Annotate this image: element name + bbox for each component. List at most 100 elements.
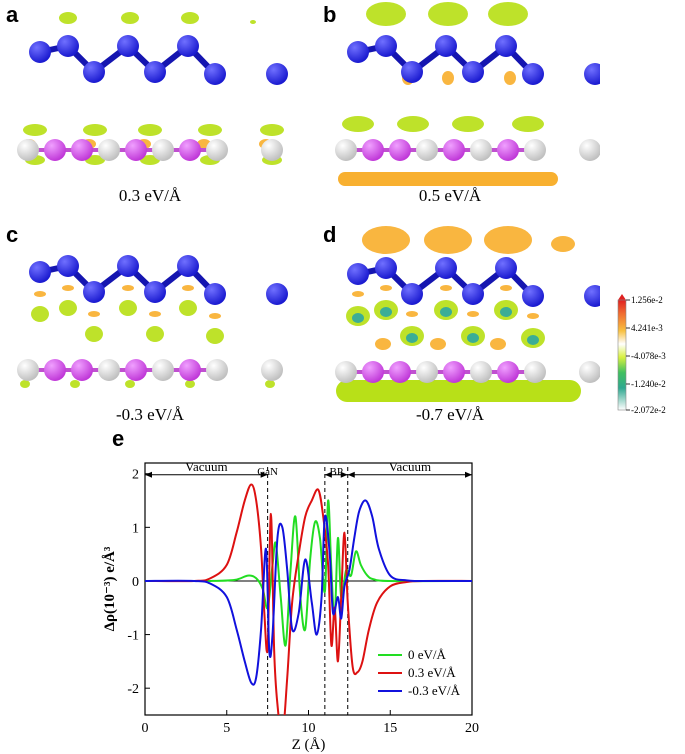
atom-b-6 [497,139,519,161]
iso-bp-top-3 [198,124,222,136]
atom-p-side [261,359,283,381]
iso-top-0 [59,12,77,24]
iso-n-pos-0 [34,291,46,297]
atom-n-0 [29,261,51,283]
series-line-1 [145,483,472,715]
caption-a: 0.3 eV/Å [118,186,182,205]
atom-b-6 [179,359,201,381]
atom-b-2 [71,359,93,381]
legend-label-1: 0.3 eV/Å [408,665,456,680]
iso-n-core-4 [467,333,479,343]
atom-b-1 [362,139,384,161]
iso-bp-top-3 [512,116,544,132]
colorbar-label-4: -2.072e-2 [631,405,666,415]
iso-bp-top-2 [138,124,162,136]
atom-n-2 [401,283,423,305]
atom-p-0 [17,139,39,161]
colorbar-label-3: -1.240e-2 [631,379,666,389]
x-tick-label-4: 20 [465,721,479,736]
iso-n-neg-3 [119,300,137,316]
iso-n-neg-4 [146,326,164,342]
y-tick-label-2: 0 [132,575,139,590]
legend-label-0: 0 eV/Å [408,647,447,662]
region-label-gan: GaN [257,466,278,478]
colorbar-label-1: 4.241e-3 [631,323,663,333]
x-tick-label-3: 15 [383,721,397,736]
x-tick-label-2: 10 [302,721,316,736]
atom-p-side [261,139,283,161]
atom-b-2 [389,361,411,383]
iso-top-2 [484,226,532,254]
iso-mid-2 [504,71,516,85]
iso-top-0 [366,2,406,26]
colorbar: 1.256e-24.241e-3-4.078e-3-1.240e-2-2.072… [617,294,666,415]
iso-n-core-2 [406,333,418,343]
atom-n-4 [462,61,484,83]
iso-n-pos-5 [500,285,512,291]
atom-p-side [579,361,600,383]
atom-b-4 [443,361,465,383]
atom-p-3 [98,139,120,161]
atom-n-1 [375,35,397,57]
atom-n-1 [375,257,397,279]
vacuum-left-arrow-head-right [260,471,268,478]
bp-arrow-head-left [324,471,332,478]
panel-letter-e: e [112,426,125,451]
iso-n-pos-1 [380,285,392,291]
atom-b-2 [71,139,93,161]
iso-top-small [250,20,256,24]
x-axis-label: Z (Å) [292,737,326,753]
iso-n-neg-0 [31,306,49,322]
iso-n-pos-1 [62,285,74,291]
atom-b-6 [179,139,201,161]
y-tick-label-1: -1 [127,629,139,644]
y-axis-label: Δρ(10⁻³) e/Å³ [102,546,118,631]
iso-bp-bot-0 [20,380,30,388]
iso-bp-bot-1 [70,380,80,388]
iso-top-1 [428,2,468,26]
iso-n-core-5 [500,307,512,317]
atom-p-0 [335,361,357,383]
atom-n-2 [401,61,423,83]
atom-b-4 [125,139,147,161]
atom-p-3 [98,359,120,381]
panel-letter-a: a [6,2,19,27]
atom-p-side [579,139,600,161]
iso-n-pos-2 [406,311,418,317]
atom-n-3 [117,255,139,277]
iso-top-1 [424,226,472,254]
iso-bp-bot-3 [185,380,195,388]
atom-n-2 [83,61,105,83]
atom-p-5 [470,361,492,383]
panel-letter-b: b [323,2,337,27]
iso-n-pos-4 [467,311,479,317]
x-tick-label-0: 0 [142,721,149,736]
atom-p-3 [416,139,438,161]
atom-n-6 [204,283,226,305]
iso-bp-top-0 [342,116,374,132]
atom-b-4 [125,359,147,381]
iso-n-neg-6 [206,328,224,344]
atom-p-7 [524,361,546,383]
legend-label-2: -0.3 eV/Å [408,683,461,698]
iso-bp-bot-4 [265,380,275,388]
vacuum-right-arrow-head-right [465,471,472,478]
atom-n-side [266,283,288,305]
series-line-2 [145,499,472,686]
atom-p-0 [335,139,357,161]
iso-n-pos-4 [149,311,161,317]
atom-p-5 [152,359,174,381]
iso-n-neg-1 [59,300,77,316]
atom-b-6 [497,361,519,383]
atom-n-1 [57,255,79,277]
iso-bp-top-1 [397,116,429,132]
iso-n-pos-6 [527,313,539,319]
iso-bp-top-2 [490,338,506,350]
region-label-vacuum-right: Vacuum [389,459,432,474]
atom-b-4 [443,139,465,161]
vacuum-right-arrow-head-left [347,471,355,478]
atom-n-5 [495,35,517,57]
iso-top-2 [181,12,199,24]
iso-n-pos-3 [440,285,452,291]
